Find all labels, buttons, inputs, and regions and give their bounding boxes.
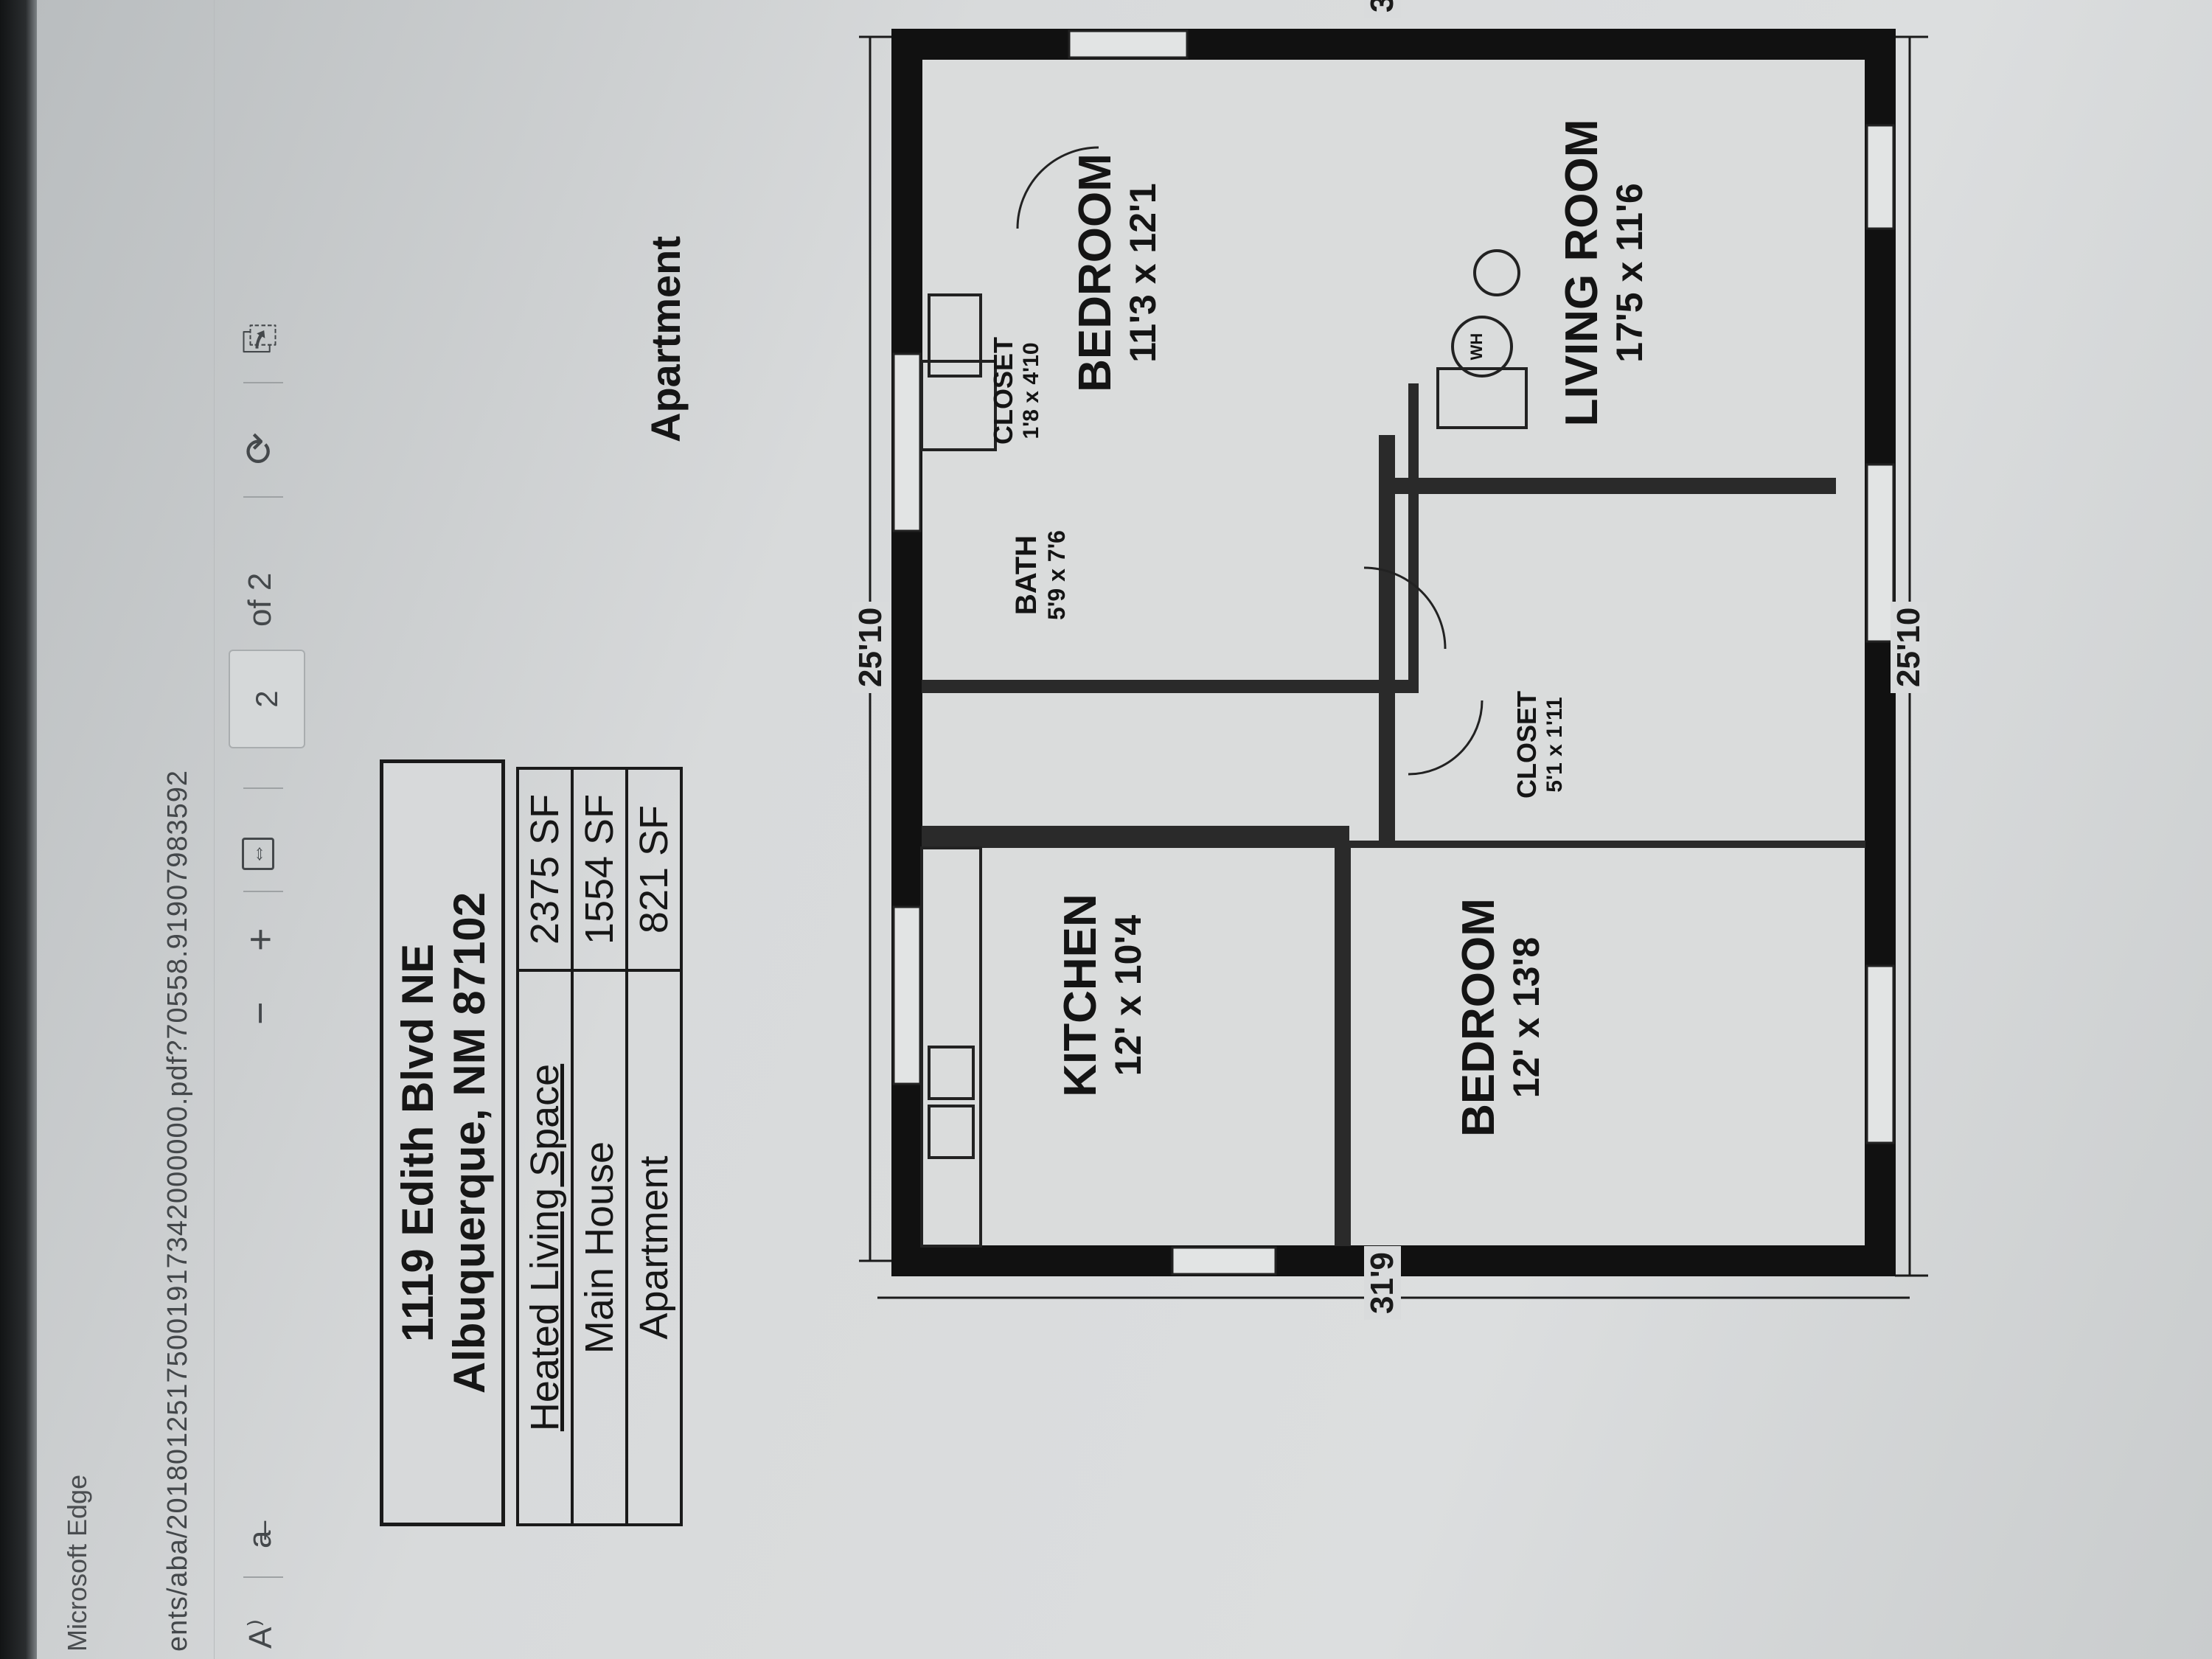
room-size: 1'8 x 4'10 bbox=[1019, 342, 1043, 439]
room-name: BEDROOM bbox=[1453, 898, 1504, 1137]
room-name: BEDROOM bbox=[1070, 153, 1121, 392]
toolbar-divider bbox=[243, 787, 283, 789]
dimension-bottom: 25'10 bbox=[1891, 601, 1927, 693]
room-living: LIVING ROOM 17'5 x 11'6 bbox=[1556, 88, 1651, 457]
room-size: 5'9 x 7'6 bbox=[1043, 530, 1070, 620]
room-name: BATH bbox=[1010, 535, 1043, 616]
text-options-icon[interactable]: a̶ bbox=[242, 1530, 278, 1548]
address-url[interactable]: ents/aba/20180125175001917342000000.pdf?… bbox=[162, 769, 193, 1652]
toolbar-divider bbox=[243, 496, 283, 498]
area-value: 821 SF bbox=[627, 768, 681, 970]
page-number-input[interactable]: 2 bbox=[229, 650, 305, 748]
plan-title: Apartment bbox=[642, 235, 689, 442]
room-bedroom-2: BEDROOM 11'3 x 12'1 bbox=[1069, 125, 1164, 420]
room-bedroom-1: BEDROOM 12' x 13'8 bbox=[1453, 863, 1548, 1172]
room-size: 12' x 10'4 bbox=[1107, 914, 1149, 1077]
address-line-1: 1119 Edith Blvd NE bbox=[393, 943, 442, 1343]
room-name: LIVING ROOM bbox=[1557, 119, 1607, 427]
dimension-top: 25'10 bbox=[852, 601, 889, 693]
toolbar-divider bbox=[243, 382, 283, 383]
table-row: Apartment 821 SF bbox=[627, 768, 681, 1525]
room-name: CLOSET bbox=[988, 337, 1018, 445]
title-bar: Microsoft Edge bbox=[44, 0, 111, 1659]
room-size: 12' x 13'8 bbox=[1506, 936, 1547, 1099]
dimension-right: 31'9 bbox=[1364, 0, 1401, 18]
rotate-icon[interactable]: ⟳ bbox=[238, 432, 281, 465]
monitor-bezel bbox=[0, 0, 37, 1659]
fit-page-icon[interactable]: ⇔ bbox=[242, 838, 274, 870]
area-value: 1554 SF bbox=[572, 768, 627, 970]
zoom-out-button[interactable]: − bbox=[238, 1001, 282, 1025]
floor-plan: KITCHEN 12' x 10'4 BEDROOM 12' x 13'8 CL… bbox=[848, 0, 1954, 1320]
toolbar-divider bbox=[243, 1576, 283, 1578]
room-closet-2: CLOSET 1'8 x 4'10 bbox=[988, 310, 1044, 472]
room-size: 17'5 x 11'6 bbox=[1609, 183, 1650, 363]
room-name: CLOSET bbox=[1512, 691, 1542, 799]
area-label: Apartment bbox=[627, 970, 681, 1525]
address-box: 1119 Edith Blvd NE Albuquerque, NM 87102 bbox=[380, 759, 505, 1526]
room-name: KITCHEN bbox=[1055, 894, 1106, 1097]
toolbar-divider bbox=[243, 891, 283, 892]
window-title: Microsoft Edge bbox=[62, 1474, 92, 1652]
water-heater-label: WH bbox=[1467, 333, 1486, 361]
room-kitchen: KITCHEN 12' x 10'4 bbox=[1054, 855, 1150, 1135]
room-closet-1: CLOSET 5'1 x 1'11 bbox=[1512, 656, 1568, 833]
page-total-label: of 2 bbox=[242, 572, 278, 627]
page-view-icon[interactable]: ⎘ bbox=[238, 323, 281, 354]
room-size: 5'1 x 1'11 bbox=[1543, 697, 1567, 793]
area-label: Heated Living Space bbox=[518, 970, 572, 1525]
dimension-left: 31'9 bbox=[1364, 1246, 1401, 1320]
pdf-toolbar: A⁾ a̶ − + ⇔ 2 of 2 ⟳ ⎘ bbox=[221, 0, 310, 1659]
address-bar[interactable]: ents/aba/20180125175001917342000000.pdf?… bbox=[140, 0, 215, 1659]
area-value: 2375 SF bbox=[518, 768, 572, 970]
table-row: Main House 1554 SF bbox=[572, 768, 627, 1525]
read-aloud-icon[interactable]: A⁾ bbox=[243, 1618, 279, 1649]
area-label: Main House bbox=[572, 970, 627, 1525]
address-line-2: Albuquerque, NM 87102 bbox=[445, 891, 494, 1394]
zoom-in-button[interactable]: + bbox=[238, 928, 282, 951]
room-size: 11'3 x 12'1 bbox=[1122, 183, 1164, 363]
area-table: Heated Living Space 2375 SF Main House 1… bbox=[516, 767, 683, 1526]
room-bath: BATH 5'9 x 7'6 bbox=[1010, 494, 1071, 656]
table-row: Heated Living Space 2375 SF bbox=[518, 768, 572, 1525]
